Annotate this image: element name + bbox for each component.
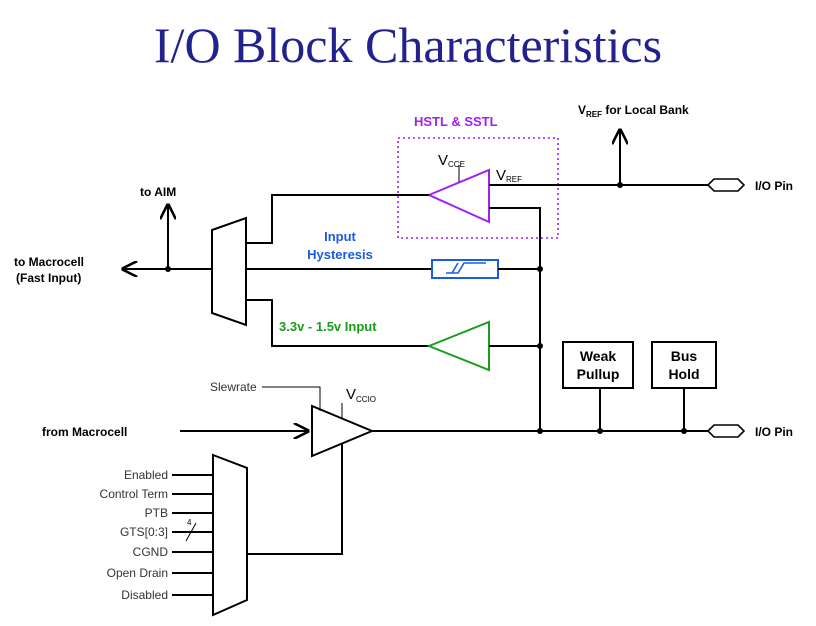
pad-vertical-bus	[489, 207, 541, 431]
vref-local-bank-label: VREF for Local Bank	[578, 103, 689, 119]
to-macrocell-label: to Macrocell	[14, 255, 84, 269]
oe-mux	[212, 453, 248, 617]
lvcmos-input-label: 3.3v - 1.5v Input	[279, 319, 377, 334]
oe-input-label: PTB	[145, 506, 168, 520]
vcce-label: VCCE	[438, 152, 465, 169]
oe-input-label: GTS[0:3]	[120, 525, 168, 539]
bottom-io-pin-connector[interactable]	[706, 424, 746, 438]
weak-pullup-label-2: Pullup	[577, 366, 620, 382]
bus-hold-label: Bus	[671, 348, 698, 364]
hstl-to-mux-wire	[246, 194, 429, 244]
top-io-pin-connector[interactable]	[706, 178, 746, 192]
junction-dot	[537, 428, 543, 434]
slewrate-label: Slewrate	[210, 380, 257, 394]
hstl-sstl-label: HSTL & SSTL	[414, 114, 498, 129]
vccio-label: VCCIO	[346, 386, 376, 404]
to-aim-label: to AIM	[140, 185, 176, 199]
oe-input-label: Open Drain	[107, 566, 168, 580]
lvcmos-to-mux-wire	[246, 299, 429, 347]
input-hysteresis-label-2: Hysteresis	[307, 247, 373, 262]
oe-mux-inputs: Enabled Control Term PTB GTS[0:3] 4 CGND…	[100, 468, 213, 602]
hysteresis-symbol-icon	[446, 262, 486, 274]
bus-slash-icon	[185, 522, 197, 542]
top-io-pin-label: I/O Pin	[755, 179, 793, 193]
oe-input-label: Control Term	[100, 487, 168, 501]
oe-mux-to-driver-wire	[247, 443, 343, 555]
slewrate-wire	[262, 386, 321, 411]
oe-input-label: Enabled	[124, 468, 168, 482]
weak-pullup-label: Weak	[580, 348, 617, 364]
oe-input-label: CGND	[133, 545, 169, 559]
page-title: I/O Block Characteristics	[154, 17, 662, 73]
oe-input-label: Disabled	[121, 588, 168, 602]
input-hysteresis-label: Input	[324, 229, 356, 244]
hstl-sstl-group-box	[397, 137, 559, 239]
to-macrocell-sub-label: (Fast Input)	[16, 271, 81, 285]
input-mux	[211, 216, 247, 327]
weak-pullup-box	[562, 341, 634, 389]
hstl-receiver-buffer	[426, 168, 490, 224]
bottom-io-pin-label: I/O Pin	[755, 425, 793, 439]
junction-dot	[537, 343, 543, 349]
junction-dot	[617, 182, 623, 188]
from-macrocell-label: from Macrocell	[42, 425, 127, 439]
bus-hold-label-2: Hold	[668, 366, 699, 382]
bus-width-label: 4	[187, 518, 192, 527]
vref-label: VREF	[496, 167, 522, 184]
junction-dot	[537, 266, 543, 272]
lvcmos-input-buffer	[426, 320, 490, 372]
